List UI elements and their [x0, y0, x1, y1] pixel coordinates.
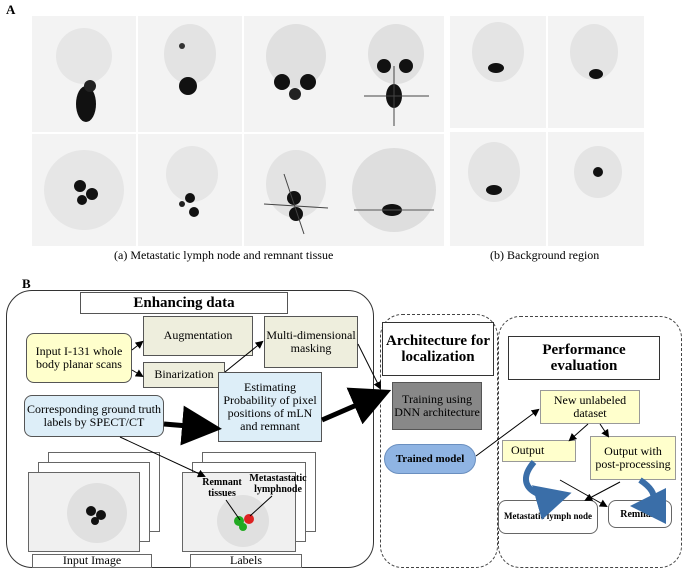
arrow — [321, 387, 392, 425]
scan-image — [450, 16, 546, 128]
output-post-box: Output with post-processing — [590, 436, 676, 480]
caption-background: (b) Background region — [490, 248, 600, 262]
output-box: Output — [502, 440, 576, 462]
arrow — [559, 479, 608, 507]
scan-image — [32, 16, 136, 132]
arrow — [224, 340, 264, 373]
performance-panel — [498, 316, 682, 568]
metastatic-lymphnode-label: Metastastatic lymphnode — [249, 473, 307, 495]
arrow — [131, 340, 144, 351]
augmentation-box: Augmentation — [143, 316, 253, 356]
scan-image — [138, 134, 242, 246]
pointer — [225, 499, 241, 521]
masking-box: Multi-dimensional masking — [264, 316, 358, 368]
architecture-panel — [380, 314, 498, 568]
arrow — [357, 343, 381, 390]
scan-image — [138, 16, 242, 132]
arrow — [475, 408, 540, 457]
scan-image — [244, 134, 348, 246]
curved-arrow — [630, 477, 667, 524]
scan-image — [244, 16, 348, 132]
caption-metastatic: (a) Metastatic lymph node and remnant ti… — [114, 248, 334, 262]
scan-image — [32, 134, 136, 246]
panel-b-letter: B — [22, 276, 31, 291]
ground-truth-box: Corresponding ground truth labels by SPE… — [24, 395, 164, 437]
arrow — [568, 423, 589, 442]
enhancing-data-title: Enhancing data — [80, 292, 288, 314]
binarization-box: Binarization — [143, 362, 225, 388]
scan-image — [450, 132, 546, 246]
performance-title: Performance evaluation — [508, 336, 660, 380]
remnant-tissues-label: Remnant tissues — [202, 477, 242, 499]
new-dataset-box: New unlabeled dataset — [540, 390, 640, 424]
panel-a-letter: A — [6, 2, 16, 17]
pointer — [249, 495, 273, 517]
arrow — [131, 369, 144, 378]
input-image — [28, 472, 140, 552]
curved-arrow — [523, 460, 572, 520]
scan-image — [344, 16, 444, 132]
scan-image — [548, 132, 644, 246]
arrow — [584, 481, 621, 501]
scan-image — [548, 16, 644, 128]
training-box: Training using DNN architecture — [392, 382, 482, 430]
scan-image — [344, 134, 444, 246]
labels-image — [182, 472, 296, 552]
input-scans-box: Input I-131 whole body planar scans — [26, 333, 132, 383]
architecture-title: Architecture for localization — [382, 322, 494, 376]
arrow — [163, 405, 222, 446]
labels-caption: Labels — [190, 554, 302, 568]
input-image-label: Input Image — [32, 554, 152, 568]
trained-model: Trained model — [384, 444, 476, 474]
arrow — [599, 423, 610, 438]
arrow — [119, 436, 206, 478]
